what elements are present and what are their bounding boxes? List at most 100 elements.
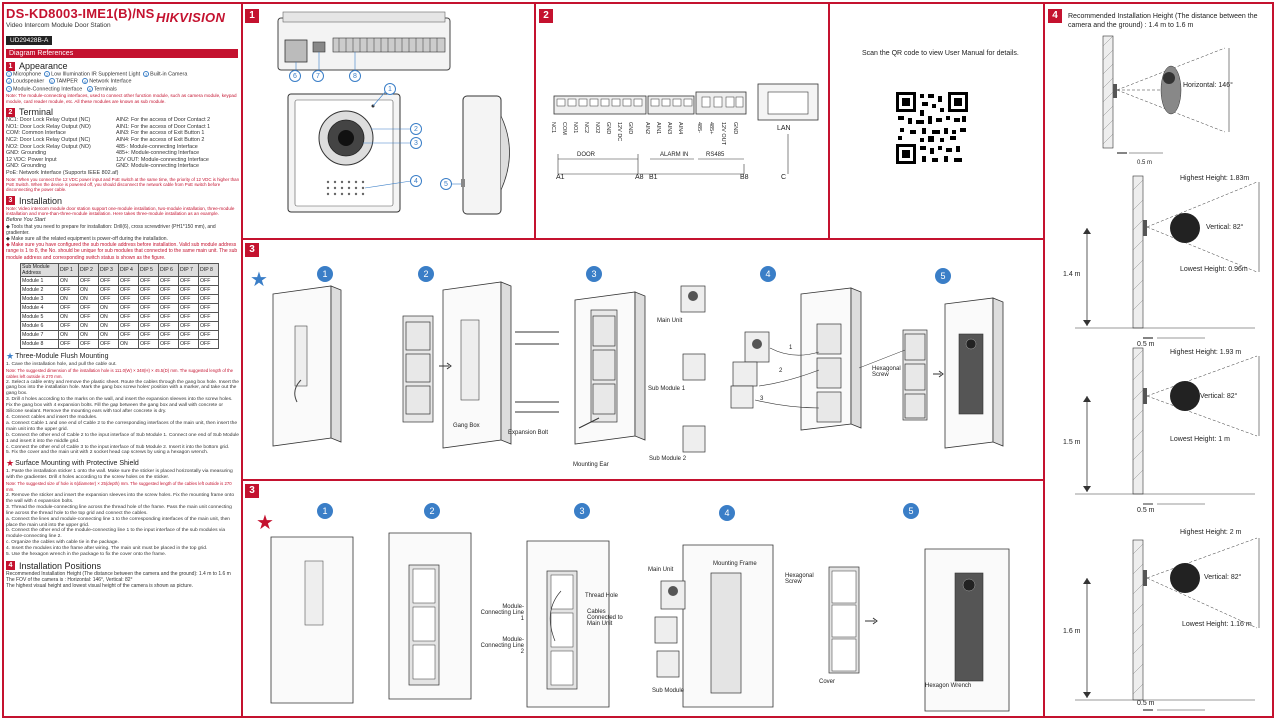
dip-cell: OFF bbox=[78, 302, 99, 313]
d2-distance: 0.5 m bbox=[1137, 341, 1155, 348]
dip-cell: OFF bbox=[118, 284, 139, 295]
dip-cell: OFF bbox=[178, 293, 199, 304]
pin-label: GND bbox=[732, 122, 738, 135]
pin-label: GND bbox=[627, 122, 633, 135]
flush-star-icon: ★ bbox=[250, 269, 268, 291]
lan-label: LAN bbox=[777, 125, 791, 132]
dip-cell: ON bbox=[98, 320, 119, 331]
d1-horizontal-label: Horizontal: 146° bbox=[1183, 82, 1233, 89]
pin-label: NO2 bbox=[594, 122, 600, 134]
dip-header-cell: DIP 4 bbox=[118, 262, 139, 277]
dip-cell: ON bbox=[118, 338, 139, 349]
dip-cell: OFF bbox=[138, 293, 159, 304]
dip-cell: ON bbox=[58, 329, 79, 340]
panel3b-number: 3 bbox=[245, 484, 259, 498]
d4-low: Lowest Height: 1.16 m bbox=[1182, 621, 1252, 628]
divider-right bbox=[1043, 2, 1045, 718]
dip-cell: OFF bbox=[178, 302, 199, 313]
dip-cell: OFF bbox=[118, 311, 139, 322]
dip-cell: Module 1 bbox=[20, 275, 59, 286]
pin-label: AIN1 bbox=[655, 122, 661, 135]
pin-label: AIN4 bbox=[677, 122, 683, 135]
d4-height: 1.6 m bbox=[1063, 628, 1081, 635]
dip-cell: OFF bbox=[198, 320, 219, 331]
pin-label: 12V OUT bbox=[720, 122, 726, 145]
d4-distance: 0.5 m bbox=[1137, 700, 1155, 707]
device-appearance-drawing bbox=[277, 11, 510, 215]
dip-cell: Module 6 bbox=[20, 320, 59, 331]
dip-cell: OFF bbox=[98, 284, 119, 295]
dip-cell: OFF bbox=[158, 293, 179, 304]
surface-mount-drawing bbox=[270, 532, 1010, 712]
terminal-note: Note: When you connect the 12 VDC power … bbox=[6, 177, 240, 193]
panel4-number: 4 bbox=[1048, 9, 1062, 23]
dip-cell: ON bbox=[98, 302, 119, 313]
callout-5: 5 bbox=[440, 178, 452, 190]
group-door-label: DOOR bbox=[577, 152, 595, 158]
pin-label: 485- bbox=[696, 122, 702, 134]
before-bullets: ◆ Tools that you need to prepare for ins… bbox=[6, 223, 238, 261]
dip-cell: ON bbox=[58, 275, 79, 286]
panel4-title: Recommended Installation Height (The dis… bbox=[1068, 13, 1258, 29]
dip-cell: ON bbox=[78, 293, 99, 304]
pin-label: COM bbox=[561, 122, 567, 135]
d3-high: Highest Height: 1.93 m bbox=[1170, 349, 1242, 356]
callout-2: 2 bbox=[410, 123, 422, 135]
pin-label: NC1 bbox=[550, 122, 556, 134]
dip-cell: OFF bbox=[198, 302, 219, 313]
divider-left bbox=[241, 2, 243, 718]
dip-cell: OFF bbox=[138, 329, 159, 340]
surface-step-1: 1 bbox=[317, 503, 333, 519]
dip-cell: OFF bbox=[158, 284, 179, 295]
hex-screw-label: Hexagonal Screw bbox=[872, 366, 901, 378]
flush-step-1: 1 bbox=[317, 266, 333, 282]
callout-7: 7 bbox=[312, 70, 324, 82]
d4-vertical: Vertical: 82° bbox=[1204, 574, 1242, 581]
dip-cell: Module 5 bbox=[20, 311, 59, 322]
pin-label: 485+ bbox=[708, 122, 714, 135]
surface-step-5: 5 bbox=[903, 503, 919, 519]
sub-module-1-label: Sub Module 1 bbox=[648, 386, 686, 392]
pin-label: 12V DC bbox=[616, 122, 622, 142]
pin-label: AIN3 bbox=[666, 122, 672, 135]
dip-cell: OFF bbox=[138, 284, 159, 295]
d3-low: Lowest Height: 1 m bbox=[1170, 436, 1230, 443]
dip-cell: OFF bbox=[178, 275, 199, 286]
divider-h2 bbox=[241, 479, 1045, 481]
flush-step-5: 5 bbox=[935, 268, 951, 284]
dip-cell: OFF bbox=[158, 338, 179, 349]
dip-cell: OFF bbox=[158, 329, 179, 340]
dip-cell: OFF bbox=[118, 275, 139, 286]
surface-step-3: 3 bbox=[574, 503, 590, 519]
dip-cell: Module 3 bbox=[20, 293, 59, 304]
dip-cell: OFF bbox=[78, 311, 99, 322]
dip-cell: OFF bbox=[58, 302, 79, 313]
surface-steps: 1. Paste the installation sticker 1 onto… bbox=[6, 469, 235, 558]
qr-code-icon bbox=[896, 92, 968, 164]
gang-box-label: Gang Box bbox=[453, 423, 480, 429]
mounting-ear-label: Mounting Ear bbox=[573, 462, 609, 468]
dip-cell: OFF bbox=[78, 275, 99, 286]
terminal-poe: PoE: Network Interface (Supports IEEE 80… bbox=[6, 170, 119, 177]
flush-step-4: 4 bbox=[760, 266, 776, 282]
pin-label: GND bbox=[605, 122, 611, 135]
divider-2qr bbox=[828, 2, 830, 240]
dip-cell: OFF bbox=[118, 320, 139, 331]
flush-step-2: 2 bbox=[418, 266, 434, 282]
appearance-note: Note: The module-connecting interfaces, … bbox=[6, 93, 237, 104]
dip-cell: OFF bbox=[178, 284, 199, 295]
dip-cell: Module 2 bbox=[20, 284, 59, 295]
dip-cell: OFF bbox=[198, 311, 219, 322]
positions-text: Recommended Installation Height (The dis… bbox=[6, 570, 231, 589]
dip-cell: ON bbox=[98, 329, 119, 340]
hex-wrench-label: Hexagon Wrench bbox=[925, 683, 972, 689]
brand-logo: HIKVISION bbox=[156, 10, 226, 25]
